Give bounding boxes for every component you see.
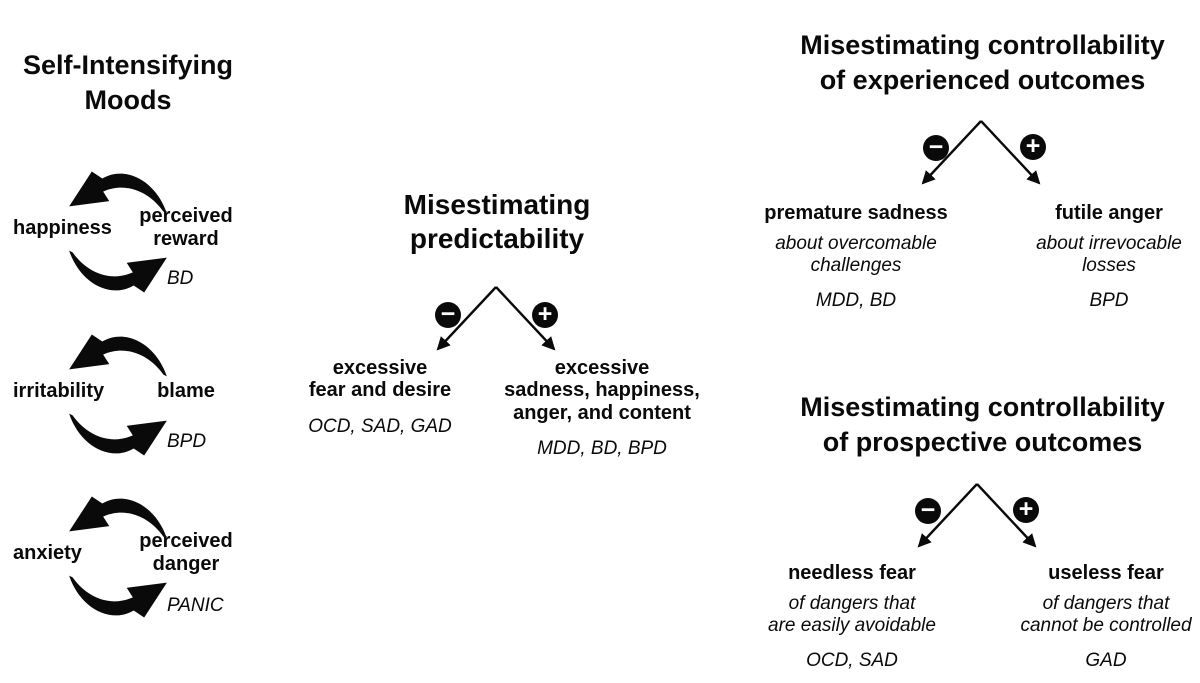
mood-label-perceived-reward: perceived reward [139, 205, 233, 250]
minus-badge-icon: − [923, 134, 949, 161]
cycle-disorders: BPD [167, 431, 207, 452]
cycle-arrow-top-icon [69, 334, 167, 377]
mood-cycle-happiness: happiness perceived reward BD [8, 168, 253, 318]
mood-cycle-anxiety: anxiety perceived danger PANIC [8, 493, 253, 643]
mood-label-happiness: happiness [13, 216, 112, 239]
branch-disorders: BPD [1089, 290, 1129, 312]
branch-prospective-positive: useless fear of dangers that cannot be c… [1006, 562, 1200, 672]
plus-badge-icon: + [1020, 133, 1046, 160]
mood-cycle-irritability: irritability blame BPD [8, 331, 253, 481]
branch-heading: excessive fear and desire [308, 357, 452, 402]
minus-badge-icon: − [915, 497, 941, 524]
branch-experienced-positive: futile anger about irrevocable losses BP… [1013, 202, 1200, 312]
branch-predictability-negative: excessive fear and desire OCD, SAD, GAD [290, 357, 470, 438]
misestimating-experienced-title: Misestimating controllability of experie… [800, 30, 1165, 95]
minus-badge-icon: − [435, 301, 461, 328]
branch-description: of dangers that are easily avoidable [768, 593, 936, 637]
plus-badge-icon: + [1013, 496, 1039, 523]
branch-disorders: OCD, SAD [806, 650, 898, 672]
branch-description: about irrevocable losses [1036, 233, 1182, 277]
cycle-arrow-top-icon [69, 496, 167, 539]
misestimating-prospective-title: Misestimating controllability of prospec… [800, 392, 1165, 457]
branch-heading: futile anger [1055, 202, 1163, 224]
mood-label-irritability: irritability [13, 379, 105, 402]
branch-description: of dangers that cannot be controlled [1020, 593, 1192, 637]
branch-fork-icon [921, 120, 1041, 185]
cycle-arrow-bottom-icon [69, 575, 167, 618]
branch-prospective-negative: needless fear of dangers that are easily… [752, 562, 952, 672]
branch-experienced-negative: premature sadness about overcomable chal… [760, 202, 952, 312]
branch-heading: excessive sadness, happiness, anger, and… [504, 357, 700, 424]
branch-heading: premature sadness [764, 202, 948, 224]
cycle-arrow-bottom-icon [69, 250, 167, 293]
branch-disorders: MDD, BD, BPD [537, 438, 667, 460]
branch-predictability-positive: excessive sadness, happiness, anger, and… [497, 357, 707, 460]
branch-heading: useless fear [1048, 562, 1164, 584]
mood-label-anxiety: anxiety [13, 541, 82, 564]
branch-description: about overcomable challenges [775, 233, 937, 277]
plus-badge-icon: + [532, 301, 558, 328]
branch-heading: needless fear [788, 562, 916, 584]
mood-label-perceived-danger: perceived danger [139, 530, 233, 575]
branch-fork-icon [917, 483, 1037, 548]
cycle-arrow-top-icon [69, 171, 167, 214]
branch-disorders: OCD, SAD, GAD [308, 415, 452, 437]
branch-fork-icon [436, 286, 556, 351]
cycle-disorders: PANIC [167, 595, 224, 616]
misestimating-predictability-title: Misestimating predictability [403, 189, 591, 255]
self-intensifying-moods-title: Self-Intensifying Moods [22, 50, 233, 115]
cycle-arrow-bottom-icon [69, 413, 167, 456]
mood-label-blame: blame [157, 379, 215, 402]
branch-disorders: MDD, BD [815, 290, 897, 312]
branch-disorders: GAD [1085, 650, 1127, 672]
cycle-disorders: BD [167, 268, 194, 289]
